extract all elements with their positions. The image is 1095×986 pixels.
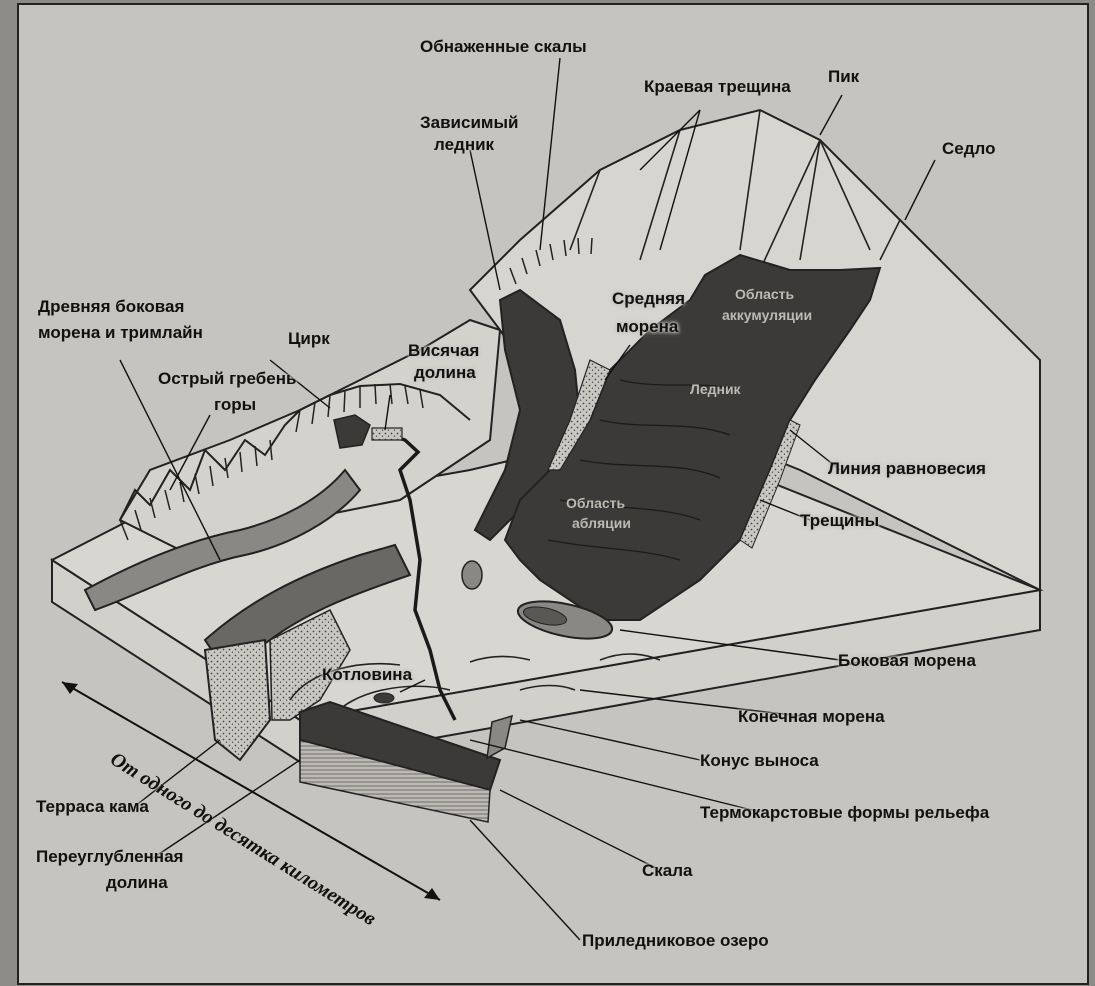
label-crevasses: Трещины <box>800 510 879 531</box>
label-hanging-valley-line1: Висячая <box>408 340 479 361</box>
label-cirque: Цирк <box>288 328 330 349</box>
label-bergschrund: Краевая трещина <box>644 76 791 97</box>
zone-glacier: Ледник <box>690 380 741 398</box>
label-ancient-moraine-line2: морена и тримлайн <box>38 322 203 343</box>
label-medial-moraine-line2: морена <box>616 316 678 337</box>
label-saddle: Седло <box>942 138 995 159</box>
zone-accumulation-line1: Область <box>735 285 794 303</box>
label-equilibrium-line: Линия равновесия <box>828 458 986 479</box>
label-terminal-moraine: Конечная морена <box>738 706 885 727</box>
label-arete-line1: Острый гребень <box>158 368 296 389</box>
hanging-valley-step <box>372 428 402 440</box>
label-hanging-valley-line2: долина <box>414 362 476 383</box>
zone-ablation-line1: Область <box>566 494 625 512</box>
label-kame-terrace: Терраса кама <box>36 796 149 817</box>
label-peak: Пик <box>828 66 859 87</box>
label-thermokarst: Термокарстовые формы рельефа <box>700 802 989 823</box>
label-exposed-rocks: Обнаженные скалы <box>420 36 587 57</box>
boulder <box>462 561 482 589</box>
label-arete-line2: горы <box>214 394 256 415</box>
label-medial-moraine-line1: Средняя <box>612 288 685 309</box>
label-overdeepened-line1: Переуглубленная <box>36 846 183 867</box>
label-kettle: Котловина <box>322 664 412 685</box>
label-ancient-moraine-line1: Древняя боковая <box>38 296 184 317</box>
label-overdeepened-line2: долина <box>106 872 168 893</box>
label-outwash-fan: Конус выноса <box>700 750 819 771</box>
label-rock: Скала <box>642 860 693 881</box>
label-lateral-moraine: Боковая морена <box>838 650 976 671</box>
zone-ablation-line2: абляции <box>572 514 631 532</box>
zone-accumulation-line2: аккумуляции <box>722 306 812 324</box>
label-hanging-glacier-line2: ледник <box>434 134 494 155</box>
label-hanging-glacier-line1: Зависимый <box>420 112 518 133</box>
kettle-depression <box>374 693 394 703</box>
label-proglacial-lake: Приледниковое озеро <box>582 930 769 951</box>
